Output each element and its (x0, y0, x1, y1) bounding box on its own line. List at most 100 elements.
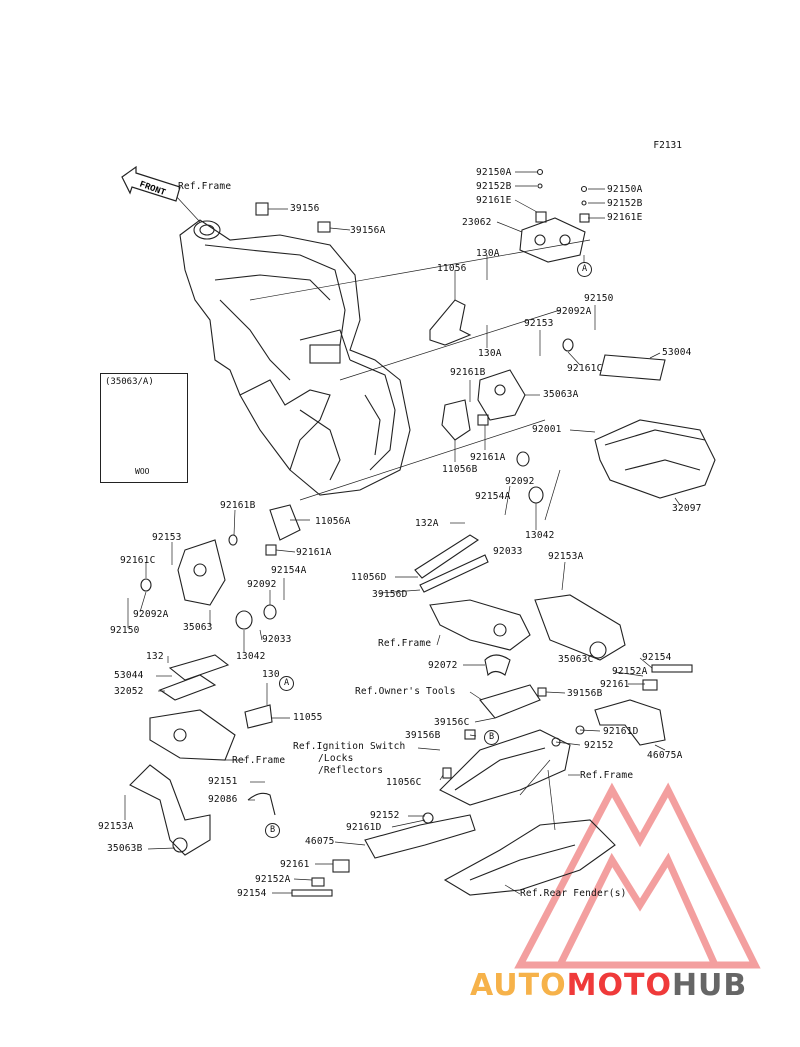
part-label: 46075A (647, 750, 683, 761)
part-label: 132A (415, 518, 439, 529)
leader-lines (124, 171, 681, 895)
part-label: 39156C (434, 717, 470, 728)
part-label: 92153A (548, 551, 584, 562)
part-label: 92033 (262, 634, 292, 645)
part-label: Ref.Frame (178, 181, 232, 192)
part-label: 92152A (255, 874, 291, 885)
part-label: 92150A (476, 167, 512, 178)
owners-tools-drawing (479, 684, 541, 719)
part-label: 92092A (133, 609, 169, 620)
part-label: 92154A (475, 491, 511, 502)
part-label: 13042 (525, 530, 555, 541)
part-label: 92154A (271, 565, 307, 576)
part-label: 92092 (247, 579, 277, 590)
part-label: 92150 (584, 293, 614, 304)
part-label: 92150A (607, 184, 643, 195)
part-label: 92161D (603, 726, 639, 737)
part-label: 39156A (350, 225, 386, 236)
part-label: 92161E (476, 195, 512, 206)
part-label: 53004 (662, 347, 692, 358)
part-11056D-drawing (414, 534, 489, 593)
part-label: 39156B (405, 730, 441, 741)
part-46075A-drawing (551, 664, 693, 747)
part-label: 92153A (98, 821, 134, 832)
part-label: 92161B (450, 367, 486, 378)
part-label: 92161 (280, 859, 310, 870)
part-label: 39156D (372, 589, 408, 600)
part-39156A-drawing (317, 221, 331, 233)
part-label: 92151 (208, 776, 238, 787)
part-53044-drawing (168, 654, 230, 681)
part-label: 11056B (442, 464, 478, 475)
watermark-text: AUTOMOTOHUB (470, 968, 747, 1003)
ref-circle-b: B (265, 823, 280, 838)
part-label: 35063 (183, 622, 213, 633)
part-label: 35063A (543, 389, 579, 400)
ref-circle-b: B (484, 730, 499, 745)
part-label: Ref.Owner's Tools (355, 686, 456, 697)
part-32052-drawing (158, 674, 217, 701)
part-label: 130 (262, 669, 280, 680)
part-label: 92072 (428, 660, 458, 671)
inset-footer: WOO (135, 467, 150, 476)
part-label: 92150 (110, 625, 140, 636)
part-label: 92153 (524, 318, 554, 329)
part-label: 92152 (584, 740, 614, 751)
part-label: /Reflectors (318, 765, 384, 776)
part-label: 92161C (120, 555, 156, 566)
part-92072-drawing (484, 654, 511, 677)
part-label: Ref.Frame (580, 770, 634, 781)
part-label: 92161E (607, 212, 643, 223)
part-label: 92001 (532, 424, 562, 435)
part-label: 32097 (672, 503, 702, 514)
part-11056C-drawing (439, 729, 571, 806)
part-92086-drawing (247, 792, 276, 816)
front-direction-arrow: FRONT (121, 165, 181, 202)
part-label: 130A (476, 248, 500, 259)
part-11056-drawing (429, 299, 472, 346)
part-label: 92092A (556, 306, 592, 317)
part-label: 130A (478, 348, 502, 359)
part-label: 92161D (346, 822, 382, 833)
part-label: 92092 (505, 476, 535, 487)
part-label: 39156B (567, 688, 603, 699)
part-label: 35063C (558, 654, 594, 665)
part-32097-drawing (594, 419, 716, 499)
main-frame-drawing (179, 219, 411, 496)
rear-subframe-drawing (429, 594, 626, 661)
part-label: Ref.Ignition Switch (293, 741, 406, 752)
part-label: 92152B (476, 181, 512, 192)
part-label: 92033 (493, 546, 523, 557)
watermark-auto: AUTO (470, 968, 567, 1003)
part-label: 92152 (370, 810, 400, 821)
part-label: 23062 (462, 217, 492, 228)
ref-circle-a: A (577, 262, 592, 277)
watermark-logo-shape (514, 782, 761, 969)
watermark-moto: MOTO (566, 968, 672, 1003)
part-label: 92154 (642, 652, 672, 663)
inset-box: (35063/A) WOO (100, 373, 188, 483)
part-label: Ref.Frame (378, 638, 432, 649)
part-label: 132 (146, 651, 164, 662)
part-46075-drawing (291, 812, 476, 897)
part-label: Ref.Frame (232, 755, 286, 766)
part-label: 11056D (351, 572, 387, 583)
part-11055-drawing (244, 704, 273, 729)
inset-title: (35063/A) (105, 377, 154, 387)
part-label: 39156 (290, 203, 320, 214)
part-label: 46075 (305, 836, 335, 847)
part-label: 11055 (293, 712, 323, 723)
part-label: 92152B (607, 198, 643, 209)
part-label: 92154 (237, 888, 267, 899)
part-53004-drawing (599, 354, 666, 381)
part-label: 92161A (470, 452, 506, 463)
part-label: 92161 (600, 679, 630, 690)
ref-circle-a: A (279, 676, 294, 691)
part-label: 92153 (152, 532, 182, 543)
part-label: 11056 (437, 263, 467, 274)
part-label: 92161B (220, 500, 256, 511)
rear-fender-drawing (443, 819, 616, 896)
part-label: 13042 (236, 651, 266, 662)
part-label: 92152A (612, 666, 648, 677)
